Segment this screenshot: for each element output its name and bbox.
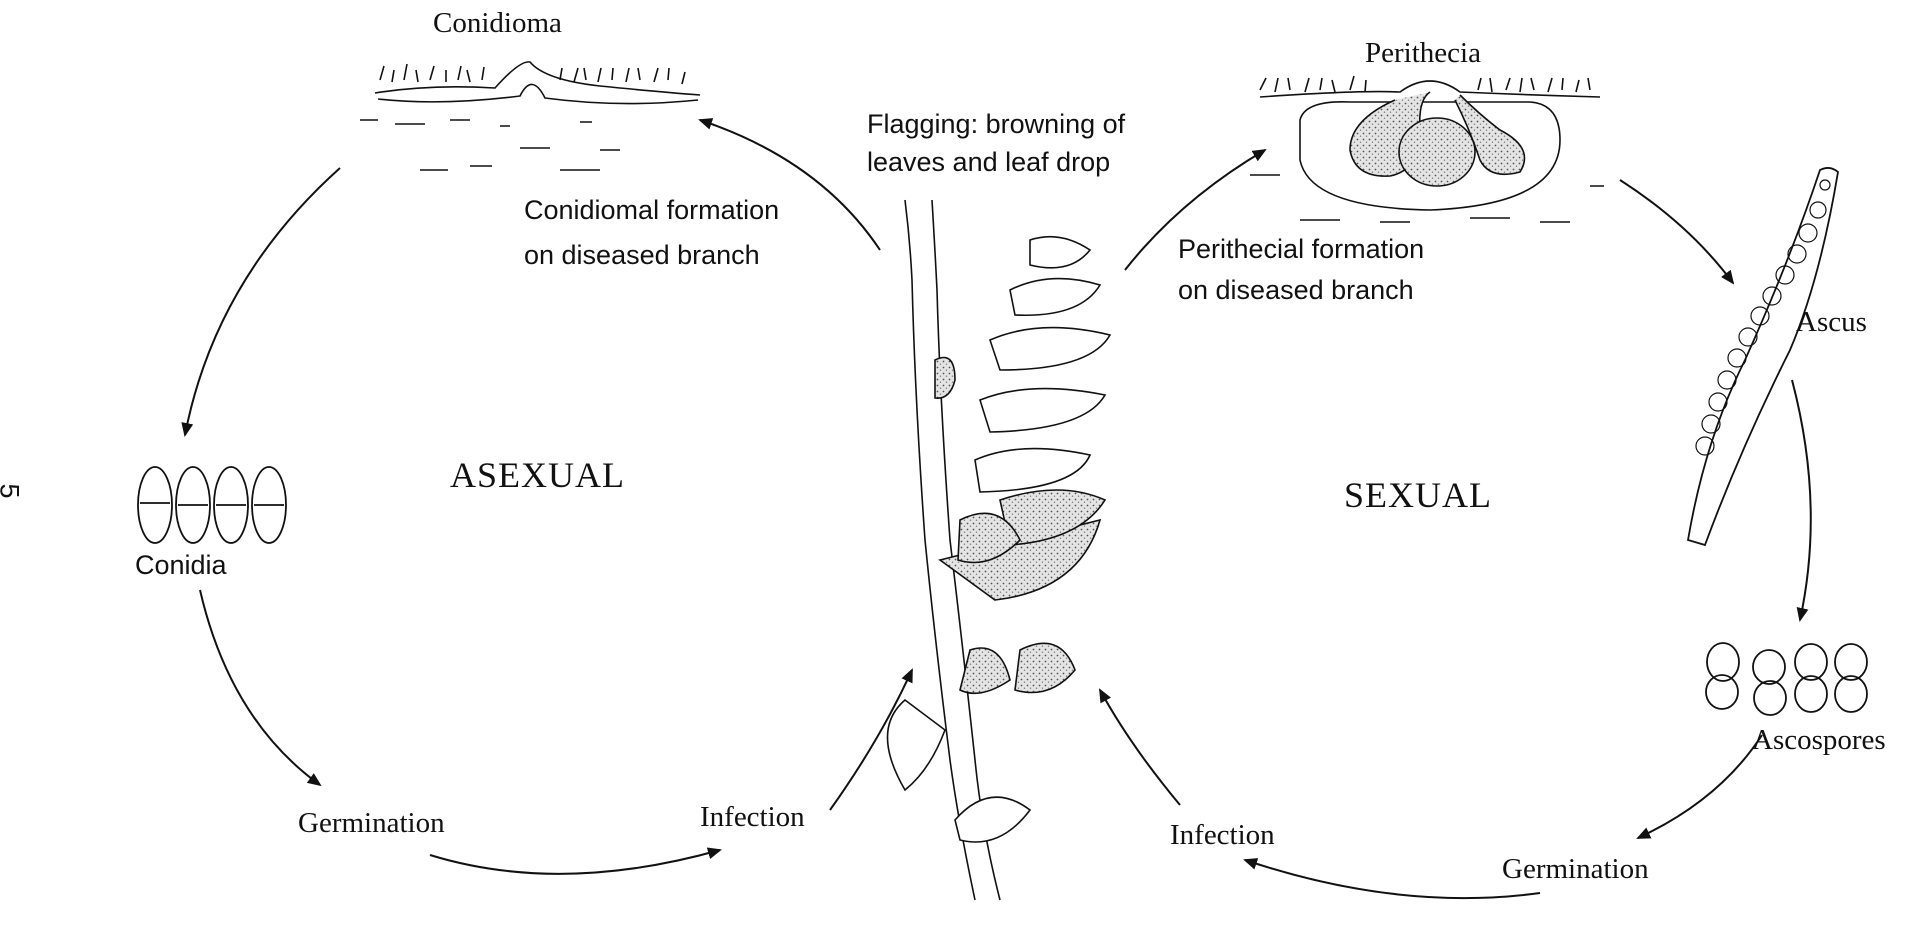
arrow-branch-to-conidioma: [700, 120, 880, 250]
conidiomal-formation-line2: on diseased branch: [524, 238, 760, 272]
perithecia-label: Perithecia: [1365, 36, 1481, 70]
arrow-infection-to-branch-right: [1100, 690, 1180, 805]
conidia-label: Conidia: [135, 548, 227, 582]
diseased-branch-illustration: [888, 200, 1111, 900]
germination-left-label: Germination: [298, 806, 445, 840]
ascospores-illustration: [1706, 643, 1867, 715]
flagging-label-line1: Flagging: browning of: [867, 107, 1125, 141]
conidioma-label: Conidioma: [433, 6, 562, 40]
arrow-germination-to-infection-right: [1245, 860, 1540, 898]
perithecial-formation-line2: on diseased branch: [1178, 273, 1414, 307]
infection-right-label: Infection: [1170, 818, 1275, 852]
perithecial-formation-line1: Perithecial formation: [1178, 232, 1424, 266]
ascus-illustration: [1688, 168, 1838, 545]
arrow-ascus-to-ascospores: [1792, 380, 1811, 620]
conidiomal-formation-line1: Conidiomal formation: [524, 193, 779, 227]
arrow-conidioma-to-conidia: [185, 168, 340, 435]
arrow-conidia-to-germination: [200, 590, 320, 785]
infection-left-label: Infection: [700, 800, 805, 834]
cycle-arrows: [185, 120, 1811, 898]
asexual-label: ASEXUAL: [450, 458, 625, 492]
germination-right-label: Germination: [1502, 852, 1649, 886]
arrow-ascospores-to-germination: [1638, 735, 1762, 838]
conidia-illustration: [138, 467, 286, 543]
page-number: 5: [0, 483, 27, 498]
ascospores-label: Ascospores: [1752, 723, 1886, 757]
flagging-label-line2: leaves and leaf drop: [867, 145, 1110, 179]
arrow-perithecia-to-ascus: [1620, 180, 1733, 283]
arrow-germination-to-infection-left: [430, 850, 720, 874]
sexual-label: SEXUAL: [1344, 478, 1492, 512]
conidioma-illustration: [360, 62, 700, 170]
ascus-label: Ascus: [1796, 305, 1867, 339]
perithecia-illustration: [1250, 76, 1604, 222]
